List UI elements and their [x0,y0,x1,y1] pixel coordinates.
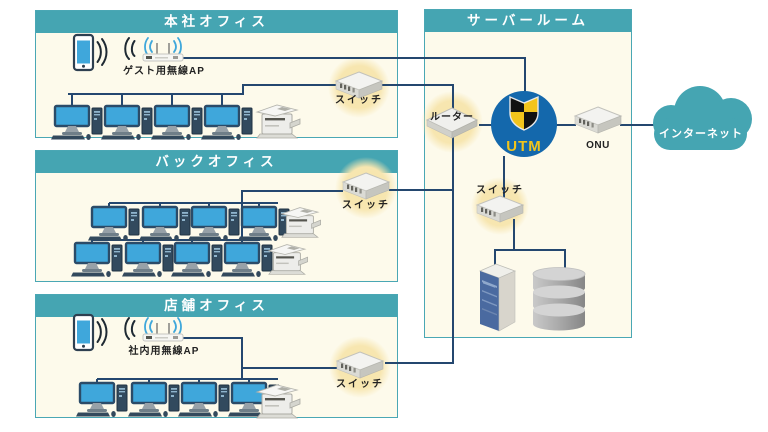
internal-ap-label: 社内用無線AP [128,346,200,357]
zone-store-title: 店舗オフィス [36,295,397,317]
link-hq-switch-to-router [381,84,454,109]
smartphone-icon [72,33,108,72]
desktop-pc-icon [176,381,231,419]
link-switch-to-server-db [494,219,566,269]
zone-back-title: バックオフィス [36,151,397,173]
printer-icon [256,384,301,419]
printer-icon [281,207,322,238]
onu-label: ONU [586,140,610,151]
desktop-pc-icon [169,241,224,279]
desktop-pc-icon [186,205,241,243]
network-links [68,57,656,385]
internet-cloud-icon [653,86,752,150]
hq-switch-label: スイッチ [335,95,383,106]
zone-server-title: サーバールーム [425,10,631,32]
utm-label: UTM [506,138,542,155]
desktop-pc-icon [49,104,104,142]
desktop-pc-icon [69,241,124,279]
desktop-pc-icon [236,205,291,243]
server-icon [478,263,517,332]
smartphone-icon [72,313,108,352]
database-icon [532,267,586,331]
desktop-pc-icon [137,205,192,243]
guest-ap-label: ゲスト用無線AP [123,66,205,77]
printer-icon [256,104,301,139]
link-router-to-store-switch [385,137,454,364]
desktop-pc-icon [99,104,154,142]
zone-hq-title: 本社オフィス [36,11,397,33]
internet-label: インターネット [659,128,743,140]
server-switch-label: スイッチ [476,185,524,196]
link-hq-lan [68,84,336,108]
onu-icon [574,106,622,134]
internal-wireless-ap-icon [124,317,184,342]
zone-server-room: サーバールーム [424,9,632,338]
store-switch-label: スイッチ [336,379,384,390]
link-guest-ap-to-utm [183,57,526,93]
guest-wireless-ap-icon [124,37,184,62]
desktop-pc-icon [199,104,254,142]
desktop-pc-icon [86,205,141,243]
printer-icon [268,244,309,275]
desktop-pc-icon [126,381,181,419]
desktop-pc-icon [74,381,129,419]
router-label: ルーター [430,112,474,123]
desktop-pc-icon [219,241,274,279]
desktop-pc-icon [120,241,175,279]
utm-icon: UTM [491,91,557,157]
desktop-pc-icon [149,104,204,142]
back-switch-label: スイッチ [342,200,390,211]
